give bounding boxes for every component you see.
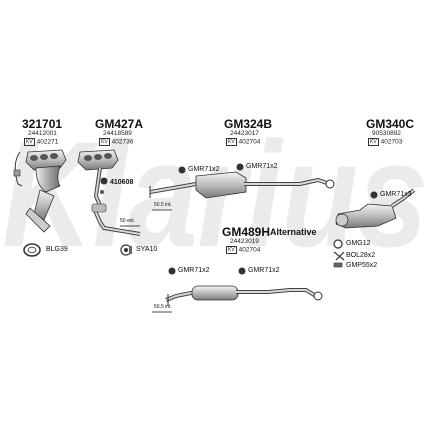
kv-badge: KV — [368, 138, 379, 146]
part-code-GM427A[interactable]: GM427A — [95, 117, 144, 131]
label-gmr-top-1: GMR71x2 — [188, 166, 220, 173]
gmr-bottom-2-icon[interactable] — [238, 267, 246, 275]
gmr71x3-icon[interactable] — [370, 191, 378, 199]
part-tag-value: 402704 — [238, 138, 261, 146]
part-code-GM489H[interactable]: GM489H — [222, 225, 271, 239]
part-code-321701[interactable]: 321701 — [22, 117, 63, 131]
gmr-top-1-icon[interactable] — [178, 166, 186, 174]
kv-badge: KV — [226, 246, 237, 254]
gmr-top-2-icon[interactable] — [236, 163, 244, 171]
label-gmr-bottom-1: GMR71x2 — [178, 267, 210, 274]
gmg12-icon[interactable] — [333, 239, 343, 249]
part-tag-value: 402704 — [238, 246, 261, 254]
part-ref-GM324B: 24423017 — [230, 130, 259, 137]
rear-silencer-GM340C[interactable] — [335, 188, 416, 229]
kv-badge: KV — [99, 138, 110, 146]
fitting-410608-icon[interactable] — [100, 177, 108, 185]
label-gmg12: GMG12 — [346, 240, 371, 247]
part-ref-321701: 24412001 — [28, 130, 57, 137]
bol28x2-icon[interactable] — [333, 251, 345, 261]
gmr-bottom-1-icon[interactable] — [168, 267, 176, 275]
part-ref-GM340C: 90530892 — [372, 130, 401, 137]
part-tag-value: 402736 — [111, 138, 134, 146]
label-gmr-top-2: GMR71x2 — [246, 163, 278, 170]
label-BLG39: BLG39 — [46, 246, 68, 253]
part-tag-value: 402703 — [380, 138, 403, 146]
label-gmp55x2: GMP55x2 — [346, 262, 378, 269]
alternative-silencer-GM489H[interactable] — [165, 285, 323, 306]
alternative-label: Alternative — [270, 227, 317, 237]
label-SYA10: SYA10 — [136, 246, 158, 253]
dimension-label-1: 50 ext. — [120, 218, 136, 224]
part-ref-GM489H: 24423019 — [230, 238, 259, 245]
kv-badge: KV — [226, 138, 237, 146]
middle-silencer-GM324B[interactable] — [149, 171, 335, 199]
label-bol28x2: BOL28x2 — [346, 252, 376, 259]
dimension-markers — [120, 209, 172, 313]
label-gmr71x3: GMR71x3 — [380, 191, 412, 198]
label-gmr-bottom-2: GMR71x2 — [248, 267, 280, 274]
clamp-SYA10-icon[interactable] — [120, 244, 132, 256]
gmp55x2-icon[interactable] — [333, 262, 343, 268]
dimension-label-3: 50.5 int. — [154, 304, 172, 310]
catalytic-manifold-321701[interactable] — [13, 149, 67, 233]
front-pipe-GM427A[interactable] — [77, 149, 141, 236]
dimension-label-2: 50.5 int. — [154, 202, 172, 208]
part-tag-value: 402271 — [36, 138, 59, 146]
part-code-GM340C[interactable]: GM340C — [366, 117, 415, 131]
label-410608: 410608 — [110, 179, 134, 186]
gasket-BLG39-icon[interactable] — [23, 243, 41, 257]
part-ref-GM427A: 24418589 — [103, 130, 132, 137]
kv-badge: KV — [24, 138, 35, 146]
part-code-GM324B[interactable]: GM324B — [224, 117, 273, 131]
